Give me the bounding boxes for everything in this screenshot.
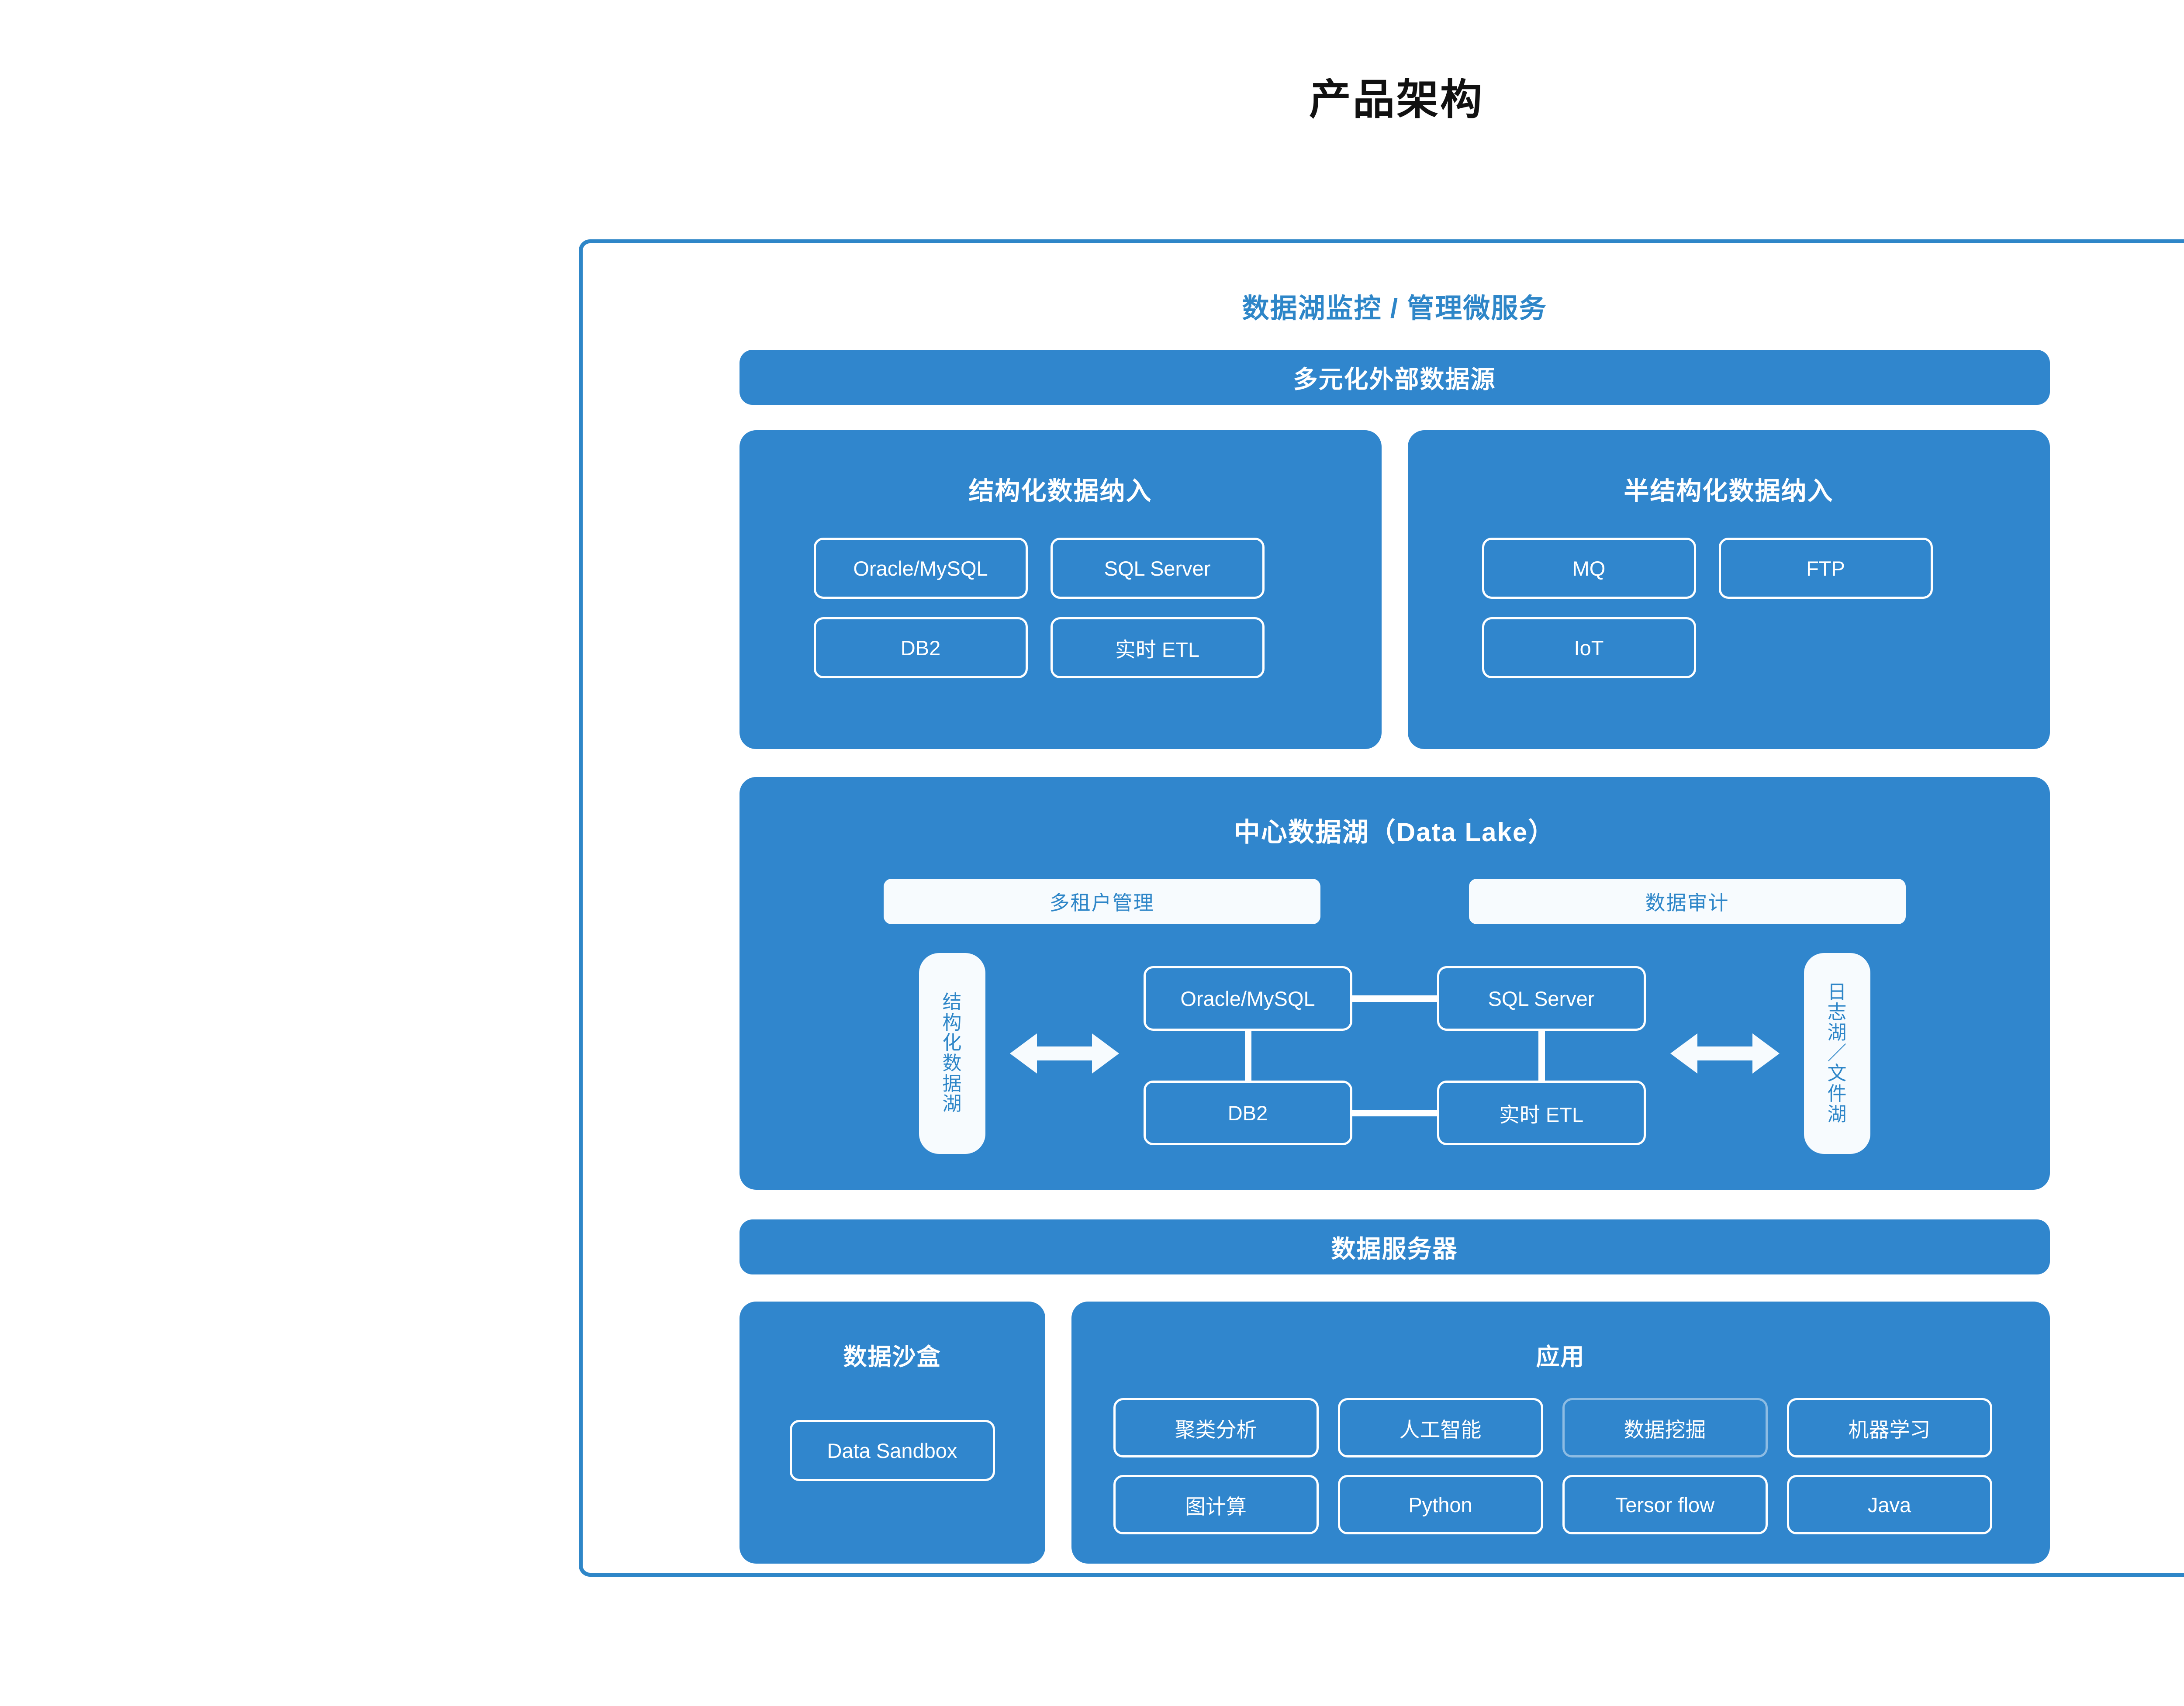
central-data-lake-panel: 中心数据湖（Data Lake） 多租户管理 数据审计 结 构 化 数 据 湖 [739,777,2050,1190]
connector-bottom-horizontal [1352,1110,1437,1116]
log-lake-char-3: 湖 [1827,1022,1847,1044]
chip-python[interactable]: Python [1337,1475,1543,1534]
data-server-bar: 数据服务器 [739,1219,2050,1274]
bottom-row: 数据沙盒 Data Sandbox 应用 聚类分析 人工智能 数据挖掘 机器学习… [739,1302,2050,1564]
double-arrow-right-icon [1670,1033,1780,1074]
connector-right-vertical [1538,1031,1545,1081]
structured-lake-char-2: 构 [942,1012,962,1033]
architecture-heading: 数据湖监控 / 管理微服务 [1242,294,1547,324]
double-arrow-left-icon [1009,1033,1119,1074]
log-lake-char-5: 文 [1827,1063,1847,1084]
applications-title: 应用 [1536,1344,1585,1370]
chip-oracle-mysql[interactable]: Oracle/MySQL [813,538,1028,599]
structured-lake-char-1: 结 [942,991,962,1013]
log-lake-char-4: ／ [1827,1042,1847,1064]
data-lake-pill-row: 多租户管理 数据审计 [740,879,2050,924]
chip-machine-learning[interactable]: 机器学习 [1787,1398,1992,1457]
lake-box-oracle-mysql[interactable]: Oracle/MySQL [1143,966,1352,1031]
semi-structured-ingestion-chips: MQ FTP IoT [1482,538,2050,678]
chip-mq[interactable]: MQ [1482,538,1696,599]
chip-iot[interactable]: IoT [1482,617,1696,678]
connector-top-horizontal [1352,995,1437,1002]
pill-multi-tenant-management[interactable]: 多租户管理 [883,879,1320,924]
chip-tensor-flow[interactable]: Tersor flow [1562,1475,1768,1534]
structured-ingestion-chips: Oracle/MySQL SQL Server DB2 实时 ETL [813,538,1382,678]
semi-structured-ingestion-panel: 半结构化数据纳入 MQ FTP IoT [1407,430,2050,749]
structured-lake-char-5: 据 [942,1073,962,1095]
applications-grid: 聚类分析 人工智能 数据挖掘 机器学习 图计算 Python Tersor fl… [1113,1398,2050,1534]
data-sandbox-title: 数据沙盒 [843,1344,941,1370]
log-file-lake-label: 日 志 湖 ／ 文 件 湖 [1804,953,1870,1154]
external-data-sources-bar: 多元化外部数据源 [739,350,2050,405]
pill-data-audit[interactable]: 数据审计 [1469,879,1906,924]
chip-realtime-etl[interactable]: 实时 ETL [1050,617,1265,678]
log-lake-char-6: 件 [1827,1083,1847,1105]
semi-structured-ingestion-title: 半结构化数据纳入 [1624,477,1834,505]
chip-graph-computing[interactable]: 图计算 [1113,1475,1319,1534]
architecture-frame: 数据湖监控 / 管理微服务 多元化外部数据源 结构化数据纳入 Oracle/My… [579,239,2184,1577]
structured-data-lake-label: 结 构 化 数 据 湖 [919,953,985,1154]
connector-left-vertical [1244,1031,1251,1081]
chip-ftp[interactable]: FTP [1718,538,1933,599]
structured-ingestion-panel: 结构化数据纳入 Oracle/MySQL SQL Server DB2 实时 E… [739,430,1382,749]
data-lake-title: 中心数据湖（Data Lake） [1234,818,1555,847]
page-title: 产品架构 [1309,76,1484,123]
log-lake-char-1: 日 [1827,981,1847,1003]
chip-cluster-analysis[interactable]: 聚类分析 [1113,1398,1319,1457]
data-lake-body: 结 构 化 数 据 湖 Oracle/MySQL SQL Server [740,953,2050,1154]
lake-box-realtime-etl[interactable]: 实时 ETL [1437,1081,1646,1145]
lake-box-sql-server[interactable]: SQL Server [1437,966,1646,1031]
chip-sql-server[interactable]: SQL Server [1050,538,1265,599]
lake-box-db2[interactable]: DB2 [1143,1081,1352,1145]
structured-lake-char-3: 化 [942,1032,962,1054]
ingestion-row: 结构化数据纳入 Oracle/MySQL SQL Server DB2 实时 E… [739,430,2050,749]
chip-data-mining[interactable]: 数据挖掘 [1562,1398,1768,1457]
data-sandbox-panel: 数据沙盒 Data Sandbox [739,1302,1045,1564]
chip-java[interactable]: Java [1787,1475,1992,1534]
data-lake-inner-grid: Oracle/MySQL SQL Server DB2 实时 ETL [1143,966,1646,1145]
chip-db2[interactable]: DB2 [813,617,1028,678]
chip-artificial-intelligence[interactable]: 人工智能 [1337,1398,1543,1457]
applications-panel: 应用 聚类分析 人工智能 数据挖掘 机器学习 图计算 Python Tersor… [1071,1302,2050,1564]
log-lake-char-7: 湖 [1827,1103,1847,1125]
structured-ingestion-title: 结构化数据纳入 [968,477,1152,505]
chip-data-sandbox[interactable]: Data Sandbox [789,1420,995,1481]
structured-lake-char-6: 湖 [942,1093,962,1115]
structured-lake-char-4: 数 [942,1053,962,1074]
log-lake-char-2: 志 [1827,1001,1847,1023]
